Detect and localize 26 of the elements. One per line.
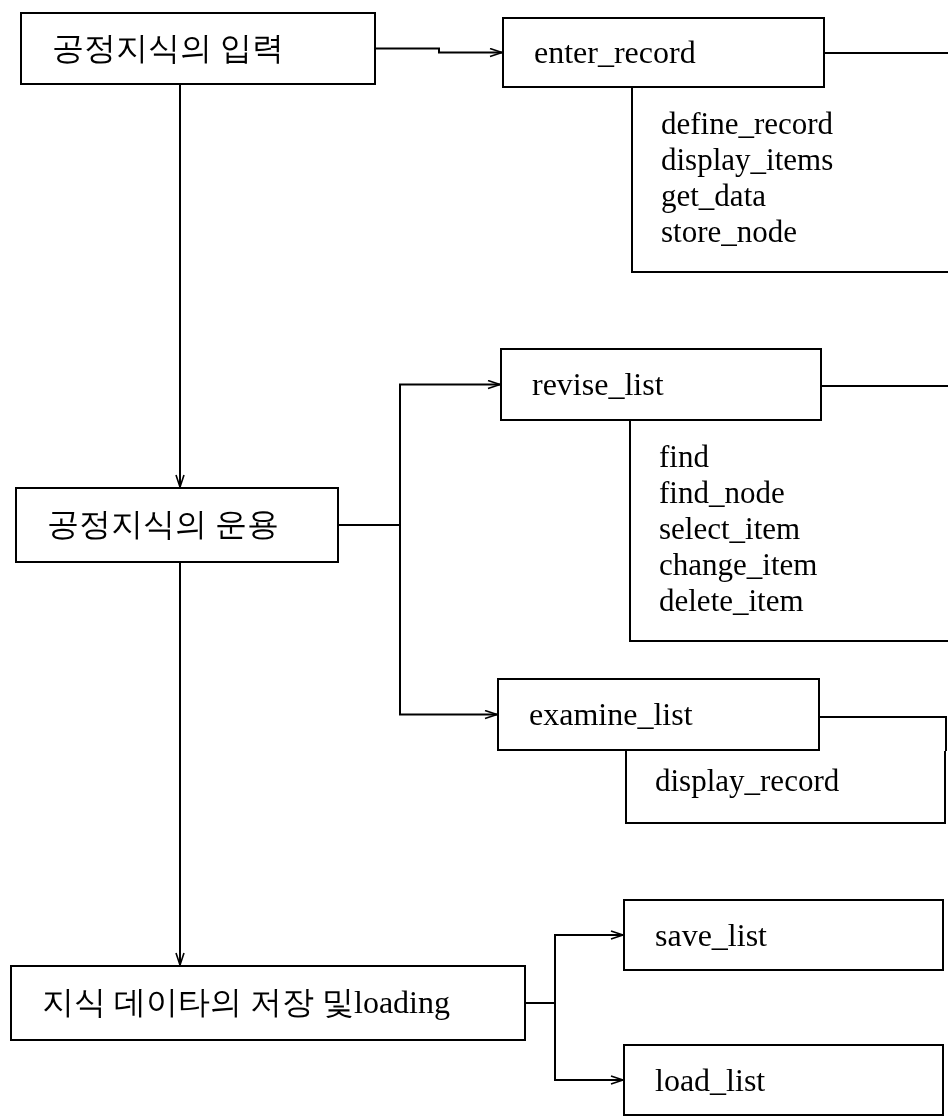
function-list-box <box>625 751 946 824</box>
arrow <box>175 562 185 966</box>
function-name: display_record <box>655 763 841 799</box>
function-list-box <box>629 421 948 642</box>
function-name: delete_item <box>659 583 805 619</box>
process-box: examine_list <box>497 678 820 751</box>
arrow <box>175 84 185 488</box>
process-box: load_list <box>623 1044 944 1116</box>
process-box: save_list <box>623 899 944 971</box>
function-list-box <box>631 88 948 273</box>
function-name: find <box>659 439 710 475</box>
process-box: 공정지식의 운용 <box>15 487 339 563</box>
arrow <box>525 1002 624 1085</box>
function-name: find_node <box>659 475 786 511</box>
function-name: display_items <box>661 142 835 178</box>
process-box: 지식 데이타의 저장 및loading <box>10 965 526 1041</box>
arrow <box>338 524 498 720</box>
function-name: define_record <box>661 106 835 142</box>
function-name: get_data <box>661 178 767 214</box>
process-box: revise_list <box>500 348 822 421</box>
function-name: select_item <box>659 511 802 547</box>
process-box: enter_record <box>502 17 825 88</box>
function-name: change_item <box>659 547 819 583</box>
arrow <box>375 47 503 58</box>
function-name: store_node <box>661 214 799 250</box>
process-box: 공정지식의 입력 <box>20 12 376 85</box>
